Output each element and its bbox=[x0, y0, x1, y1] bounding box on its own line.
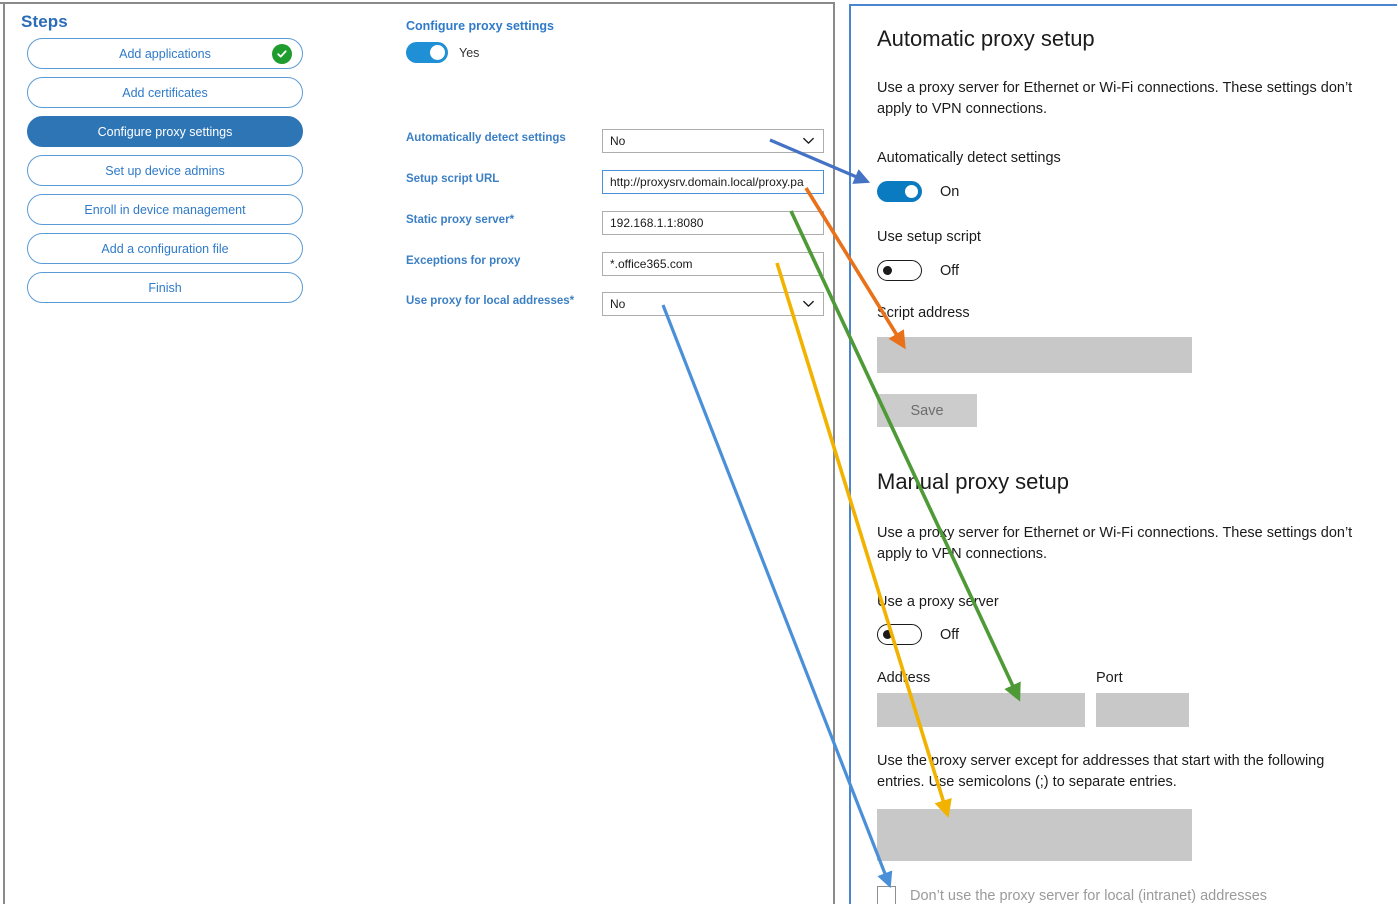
setup-script-url-input[interactable]: http://proxysrv.domain.local/proxy.pa bbox=[602, 170, 824, 194]
panel-divider bbox=[833, 2, 835, 904]
script-address-label: Script address bbox=[877, 305, 970, 321]
step-label: Configure proxy settings bbox=[97, 124, 233, 139]
windows-proxy-settings-panel: Automatic proxy setup Use a proxy server… bbox=[849, 4, 1397, 904]
exceptions-for-proxy-input[interactable]: *.office365.com bbox=[602, 252, 824, 276]
field-label: Static proxy server* bbox=[406, 214, 515, 226]
field-label: Use proxy for local addresses* bbox=[406, 295, 575, 307]
save-button[interactable]: Save bbox=[877, 394, 977, 427]
step-label: Add a configuration file bbox=[101, 241, 229, 256]
toggle-state-label: Off bbox=[940, 262, 960, 279]
field-label: Setup script URL bbox=[406, 173, 500, 185]
select-value: No bbox=[610, 297, 626, 311]
bypass-local-addresses-label: Don’t use the proxy server for local (in… bbox=[910, 887, 1268, 904]
use-setup-script-toggle[interactable] bbox=[877, 260, 922, 281]
chevron-down-icon bbox=[803, 300, 814, 307]
step-label: Set up device admins bbox=[105, 163, 225, 178]
field-label: Automatically detect settings bbox=[406, 132, 566, 144]
chevron-down-icon bbox=[803, 137, 814, 144]
toggle-state-label: On bbox=[940, 183, 960, 200]
step-label: Add certificates bbox=[122, 85, 208, 100]
automatic-proxy-description: Use a proxy server for Ethernet or Wi-Fi… bbox=[877, 80, 1353, 118]
window-top-border bbox=[0, 2, 834, 4]
step-label: Enroll in device management bbox=[84, 202, 246, 217]
toggle-state-label: Off bbox=[940, 626, 960, 643]
manual-proxy-description: Use a proxy server for Ethernet or Wi-Fi… bbox=[877, 525, 1353, 563]
automatically-detect-settings-select[interactable]: No bbox=[602, 129, 824, 153]
form-heading: Configure proxy settings bbox=[406, 19, 554, 33]
input-value: *.office365.com bbox=[610, 257, 693, 271]
step-add-applications[interactable]: Add applications bbox=[27, 38, 303, 69]
field-label: Exceptions for proxy bbox=[406, 255, 521, 267]
configure-proxy-toggle-value: Yes bbox=[459, 45, 480, 60]
use-setup-script-label: Use setup script bbox=[877, 229, 981, 245]
bypass-local-addresses-row[interactable]: Don’t use the proxy server for local (in… bbox=[877, 886, 1267, 904]
address-input[interactable] bbox=[877, 693, 1085, 727]
automatic-proxy-setup-heading: Automatic proxy setup bbox=[877, 26, 1095, 51]
static-proxy-server-input[interactable]: 192.168.1.1:8080 bbox=[602, 211, 824, 235]
checkbox-icon[interactable] bbox=[877, 886, 896, 904]
step-configure-proxy-settings[interactable]: Configure proxy settings bbox=[27, 116, 303, 147]
port-input[interactable] bbox=[1096, 693, 1189, 727]
steps-title: Steps bbox=[21, 12, 68, 31]
field-use-proxy-for-local-addresses: Use proxy for local addresses* No bbox=[406, 292, 826, 316]
configure-proxy-toggle-row[interactable]: Yes bbox=[406, 42, 479, 63]
manual-proxy-setup-heading: Manual proxy setup bbox=[877, 469, 1069, 494]
step-set-up-device-admins[interactable]: Set up device admins bbox=[27, 155, 303, 186]
select-value: No bbox=[610, 134, 626, 148]
automatically-detect-settings-toggle[interactable] bbox=[877, 181, 922, 202]
step-add-certificates[interactable]: Add certificates bbox=[27, 77, 303, 108]
use-a-proxy-server-toggle[interactable] bbox=[877, 624, 922, 645]
automatically-detect-settings-label: Automatically detect settings bbox=[877, 150, 1061, 166]
use-setup-script-toggle-row[interactable]: Off bbox=[877, 260, 959, 281]
exceptions-input[interactable] bbox=[877, 809, 1192, 861]
address-label: Address bbox=[877, 670, 931, 686]
check-circle-icon bbox=[272, 43, 292, 64]
use-proxy-for-local-addresses-select[interactable]: No bbox=[602, 292, 824, 316]
script-address-input[interactable] bbox=[877, 337, 1192, 373]
field-automatically-detect-settings: Automatically detect settings No bbox=[406, 129, 826, 153]
input-value: 192.168.1.1:8080 bbox=[610, 216, 704, 230]
window-left-border bbox=[3, 2, 5, 904]
automatically-detect-settings-toggle-row[interactable]: On bbox=[877, 181, 959, 202]
port-label: Port bbox=[1096, 670, 1123, 686]
input-value: http://proxysrv.domain.local/proxy.pa bbox=[610, 175, 804, 189]
required-marker: * bbox=[569, 295, 575, 307]
exceptions-description: Use the proxy server except for addresse… bbox=[877, 753, 1325, 791]
field-exceptions-for-proxy: Exceptions for proxy *.office365.com bbox=[406, 252, 826, 276]
step-finish[interactable]: Finish bbox=[27, 272, 303, 303]
field-setup-script-url: Setup script URL http://proxysrv.domain.… bbox=[406, 170, 826, 194]
step-label: Finish bbox=[148, 280, 182, 295]
use-a-proxy-server-toggle-row[interactable]: Off bbox=[877, 624, 959, 645]
step-add-a-configuration-file[interactable]: Add a configuration file bbox=[27, 233, 303, 264]
required-marker: * bbox=[509, 214, 515, 226]
configure-proxy-toggle[interactable] bbox=[406, 42, 448, 63]
step-label: Add applications bbox=[119, 46, 211, 61]
steps-panel: Steps Add applications Add certificates … bbox=[5, 4, 325, 311]
step-enroll-in-device-management[interactable]: Enroll in device management bbox=[27, 194, 303, 225]
use-a-proxy-server-label: Use a proxy server bbox=[877, 594, 999, 610]
field-static-proxy-server: Static proxy server* 192.168.1.1:8080 bbox=[406, 211, 826, 235]
